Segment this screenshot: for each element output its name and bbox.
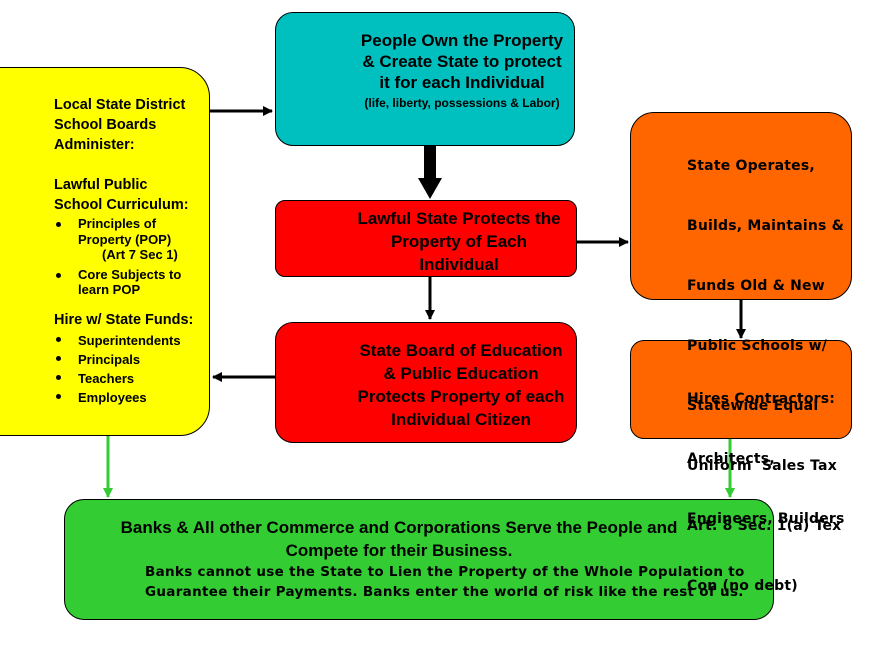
state-operates-text: State Operates, Builds, Maintains & Fund… [687, 116, 852, 616]
contractors-line: Engineers, Builders [687, 511, 845, 527]
hire-item: Teachers [54, 369, 224, 388]
lawful-state-box [275, 200, 577, 277]
operates-line: Con (no debt) [687, 578, 798, 594]
local-administer-line: School Boards [54, 117, 157, 133]
lawful-state-text: Lawful State Protects the Property of Ea… [328, 207, 590, 276]
banks-title: Banks & All other Commerce and Corporati… [64, 516, 854, 562]
people-title-line: & Create State to protect [362, 52, 562, 71]
curriculum-line: Lawful Public [54, 177, 148, 193]
banks-box [64, 499, 774, 620]
local-boards-text: Local State District School Boards Admin… [54, 95, 224, 407]
curriculum-item-line: learn POP [78, 282, 141, 297]
curriculum-list: Principles of Property (POP) (Art 7 Sec … [54, 216, 224, 298]
banks-body-line: Banks cannot use the State to Lien the P… [145, 564, 745, 580]
operates-line: Uniform Sales Tax [687, 458, 837, 474]
state-operates-box [630, 112, 852, 300]
arrow-people-to-lawful-shaft [424, 146, 436, 180]
local-administer-line: Administer: [54, 137, 135, 153]
banks-body: Banks cannot use the State to Lien the P… [145, 562, 785, 602]
operates-line: Public Schools w/ [687, 338, 828, 354]
curriculum-item-line: (Art 7 Sec 1) [102, 247, 178, 262]
curriculum-item-line: Property (POP) [78, 231, 172, 247]
curriculum-line: School Curriculum: [54, 197, 189, 213]
curriculum-item-line: Principles of [78, 216, 157, 231]
hire-heading: Hire w/ State Funds: [54, 311, 194, 328]
hire-item: Principals [54, 350, 224, 369]
local-boards-box [0, 67, 210, 436]
curriculum-item: Principles of Property (POP) (Art 7 Sec … [54, 216, 224, 263]
operates-line: Art. 8 Sec. 1(a) Tex [687, 518, 842, 534]
lawful-state-line: Property of Each [390, 232, 528, 251]
hire-list: Superintendents Principals Teachers Empl… [54, 331, 224, 407]
arrow-people-to-lawful-head [418, 178, 442, 199]
state-board-box [275, 322, 577, 443]
contractors-text: Hires Contractors: Architects, Engineers… [687, 349, 852, 549]
banks-body-line: Guarantee their Payments. Banks enter th… [145, 584, 744, 600]
hire-item: Superintendents [54, 331, 224, 350]
curriculum-item: Core Subjects to learn POP [54, 267, 224, 298]
banks-title-line: Compete for their Business. [285, 541, 513, 560]
state-board-line: Individual Citizen [391, 410, 531, 429]
state-board-line: & Public Education [383, 364, 539, 383]
banks-title-line: Banks & All other Commerce and Corporati… [120, 518, 678, 537]
lawful-state-line: Individual [419, 255, 499, 274]
state-board-line: State Board of Education [359, 341, 563, 360]
people-title: People Own the Property & Create State t… [322, 30, 602, 93]
lawful-state-line: Lawful State Protects the [357, 209, 561, 228]
contractors-box [630, 340, 852, 439]
hire-item: Employees [54, 388, 224, 407]
operates-line: Builds, Maintains & [687, 218, 845, 234]
state-board-text: State Board of Education & Public Educat… [326, 339, 596, 431]
state-board-line: Protects Property of each [357, 387, 565, 406]
people-box [275, 12, 575, 146]
operates-line: Statewide Equal [687, 398, 819, 414]
curriculum-item-line: Core Subjects to [78, 266, 182, 282]
people-subtitle: (life, liberty, possessions & Labor) [364, 96, 560, 110]
local-administer-line: Local State District [54, 97, 186, 113]
operates-line: State Operates, [687, 158, 815, 174]
operates-line: Funds Old & New [687, 278, 825, 294]
contractors-line: Hires Contractors: [687, 391, 836, 407]
people-title-line: it for each Individual [379, 73, 545, 92]
contractors-line: Architects, [687, 451, 775, 467]
people-title-line: People Own the Property [360, 31, 564, 50]
